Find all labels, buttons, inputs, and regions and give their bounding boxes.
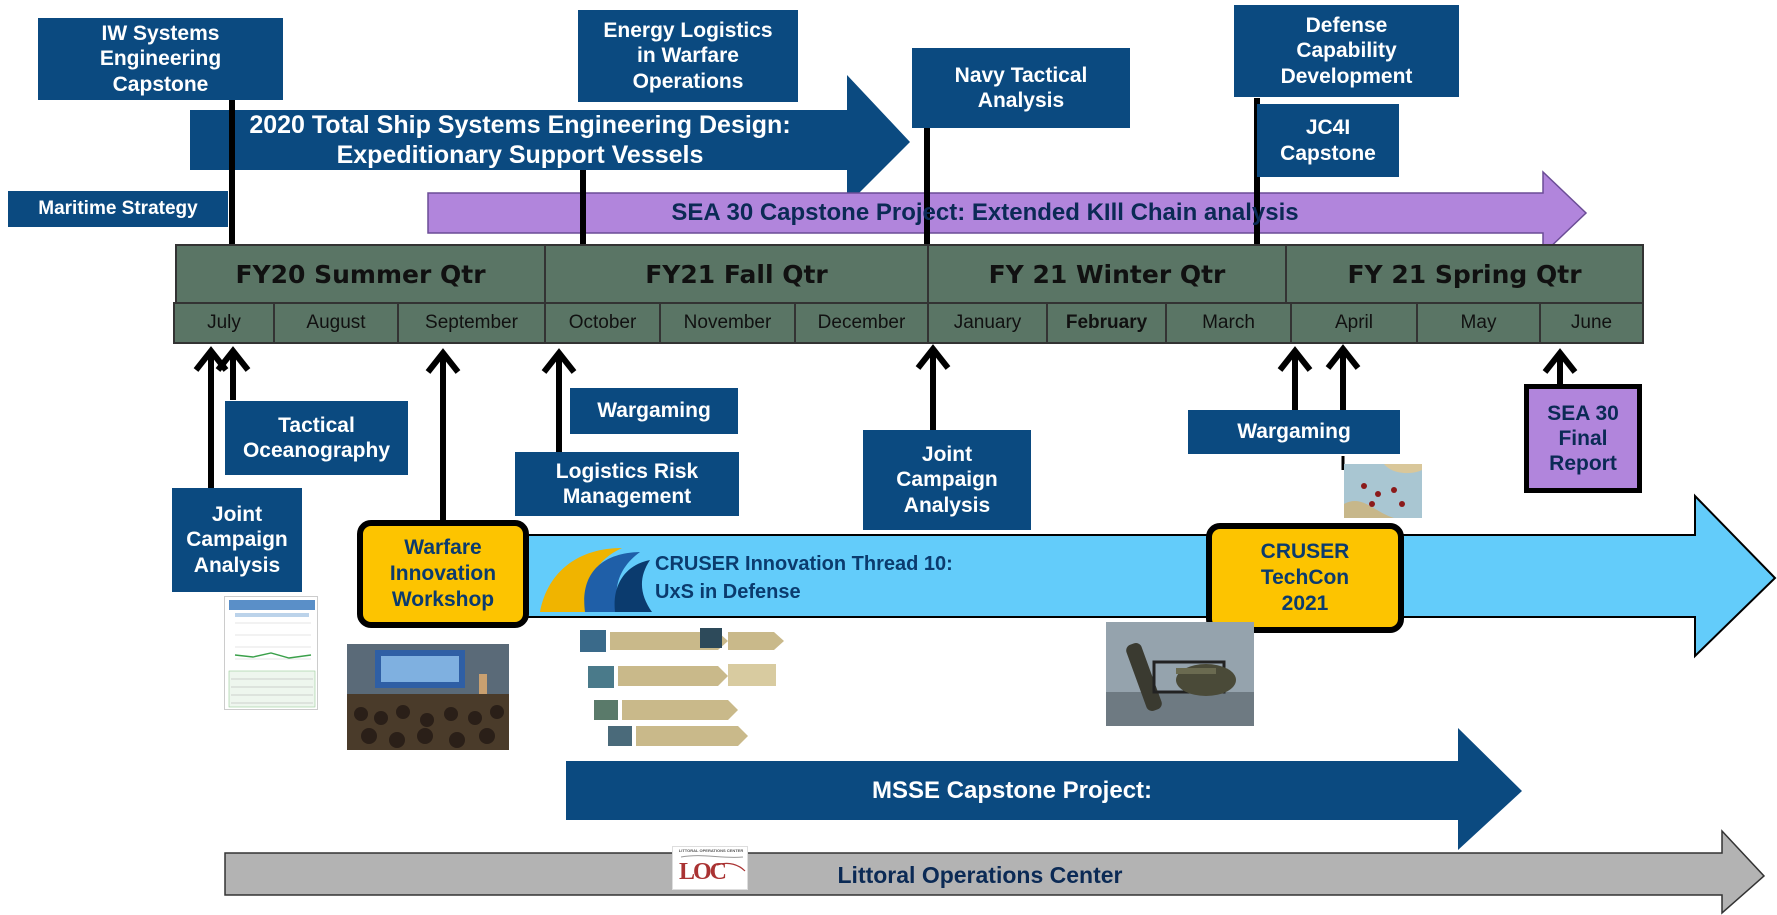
- msse-arrow-label: MSSE Capstone Project:: [871, 777, 1153, 804]
- wargaming-label-1: Wargaming: [570, 388, 738, 434]
- joint-campaign-label-1: Joint Campaign Analysis: [172, 488, 302, 592]
- cruser-arrow: [451, 493, 1777, 659]
- month-cell: June: [1539, 302, 1644, 344]
- tactical-oceanography-label: Tactical Oceanography: [225, 401, 408, 475]
- sea30-final-report-label: SEA 30 Final Report: [1524, 384, 1642, 493]
- up-arrow-icon: [541, 348, 577, 452]
- month-cell: January: [927, 302, 1048, 344]
- month-cell: April: [1290, 302, 1418, 344]
- quarter-summer: FY20 Summer Qtr: [175, 244, 546, 304]
- iw-systems-label: IW Systems Engineering Capstone: [38, 18, 283, 100]
- month-cell: February: [1046, 302, 1167, 344]
- loc-arrow-label: Littoral Operations Center: [837, 861, 1123, 888]
- chart-thumbnail: [224, 596, 318, 710]
- month-cell: May: [1416, 302, 1541, 344]
- loc-logo-mark: LOC: [679, 859, 727, 885]
- wargaming-label-2: Wargaming: [1188, 410, 1400, 454]
- month-cell: October: [544, 302, 661, 344]
- loc-logo-graphic: [680, 855, 746, 872]
- jc4i-label: JC4I Capstone: [1257, 104, 1399, 177]
- up-arrow-icon: [1277, 346, 1313, 410]
- month-cell: September: [397, 302, 546, 344]
- sea30-arrow: [427, 170, 1588, 256]
- loc-logo-icon: LITTORAL OPERATIONS CENTER LOC: [672, 846, 748, 890]
- quarter-spring: FY 21 Spring Qtr: [1285, 244, 1644, 304]
- techcon-event: CRUSER TechCon 2021: [1206, 523, 1404, 633]
- total-ship-arrow-label: 2020 Total Ship Systems Engineering Desi…: [249, 111, 791, 169]
- navy-tactical-label: Navy Tactical Analysis: [912, 48, 1130, 128]
- month-cell: December: [794, 302, 929, 344]
- month-cell: November: [659, 302, 796, 344]
- uuv-photo: [1106, 622, 1254, 726]
- month-cell: July: [173, 302, 275, 344]
- total-ship-arrow: [190, 75, 910, 205]
- loc-logo-caption: LITTORAL OPERATIONS CENTER: [678, 848, 744, 853]
- sea30-arrow-label: SEA 30 Capstone Project: Extended KIll C…: [671, 199, 1299, 226]
- innovation-thread-graphic-art: [580, 628, 784, 746]
- msse-arrow: [566, 728, 1522, 850]
- logistics-risk-label: Logistics Risk Management: [515, 452, 739, 516]
- workshop-photo-graphic: [347, 644, 509, 748]
- map-photo: [1344, 464, 1422, 518]
- up-arrow-icon: [1325, 344, 1361, 410]
- defense-capability-label: Defense Capability Development: [1234, 5, 1459, 97]
- up-arrow-icon: [425, 348, 461, 524]
- cruser-arrow-label: CRUSER Innovation Thread 10: UxS in Defe…: [655, 553, 953, 603]
- warfare-workshop-event: Warfare Innovation Workshop: [357, 520, 529, 628]
- workshop-photo: [347, 644, 509, 750]
- up-arrow-icon: [193, 346, 229, 488]
- quarter-winter: FY 21 Winter Qtr: [927, 244, 1287, 304]
- map-photo-graphic: [1344, 464, 1422, 518]
- uuv-photo-graphic: [1106, 622, 1254, 726]
- month-cell: August: [273, 302, 399, 344]
- quarter-fall: FY21 Fall Qtr: [544, 244, 929, 304]
- month-cell: March: [1165, 302, 1292, 344]
- up-arrow-icon: [915, 344, 951, 430]
- joint-campaign-label-2: Joint Campaign Analysis: [863, 430, 1031, 530]
- maritime-strategy-label: Maritime Strategy: [8, 191, 228, 227]
- energy-logistics-label: Energy Logistics in Warfare Operations: [578, 10, 798, 102]
- wave-logo-icon: [540, 548, 652, 612]
- up-arrow-icon: [1542, 348, 1578, 384]
- innovation-thread-graphic: [578, 626, 790, 748]
- loc-arrow: [224, 829, 1766, 915]
- up-arrow-icon: [215, 346, 251, 400]
- chart-thumbnail-graphic: [228, 600, 316, 708]
